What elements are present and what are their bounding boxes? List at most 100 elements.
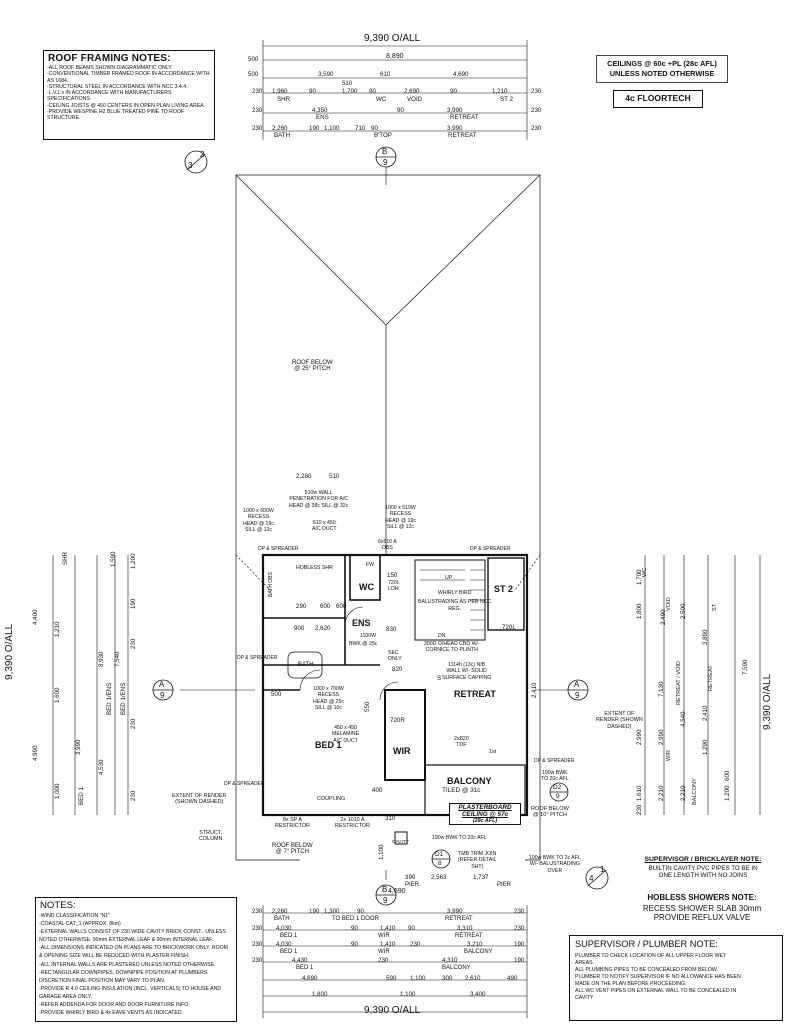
- top-dim-row2: 3,590 610 4,690: [318, 71, 469, 78]
- section-marker-right-num: 9: [575, 691, 580, 700]
- ohead-note: 300D O/HEAD CBD W/- CORNICE TO PLINTH: [424, 641, 480, 654]
- notes-line: & OPENING SIZE WILL BE REDUCED WITH PLAS…: [39, 953, 190, 960]
- room-retreat: RETREAT: [454, 689, 496, 699]
- ceilings-note-line2: UNLESS NOTED OTHERWISE: [609, 69, 715, 78]
- dim-value: WIR: [378, 949, 390, 955]
- detail-marker-23-a: 2: [200, 150, 205, 159]
- dim-value: 90: [309, 88, 316, 95]
- right-dim-value: 2,210: [680, 785, 687, 801]
- left-dim-label: BED 1: [78, 787, 85, 805]
- detail-marker-d1: [431, 849, 451, 869]
- dim-value: 3,310: [457, 925, 473, 932]
- right-dim-label: RETREAT / VOID: [676, 661, 682, 705]
- tdf-label: 2x820 TDF: [454, 736, 469, 749]
- inner-dim-d: 600: [320, 603, 331, 610]
- notes-line: GARAGE AREA ONLY.: [39, 993, 93, 1000]
- dim-value: 4,030: [276, 941, 292, 948]
- dim-value: 90: [397, 107, 404, 114]
- detail-marker-41-a: 4: [589, 874, 594, 883]
- left-dim-value: 3,990: [75, 739, 82, 755]
- plumber-note-line: AREAS.: [575, 960, 595, 966]
- roof-framing-note-line: AS 1684.: [47, 77, 69, 84]
- dim-value: WIR: [378, 933, 390, 939]
- dim-value: BED 1: [280, 933, 298, 939]
- hobless-showers-title: HOBLESS SHOWERS NOTE:: [647, 893, 757, 902]
- plumber-note-line: ALL WC VENT PIPES ON EXTERNAL WALL TO BE…: [575, 988, 737, 994]
- inner-dim-s: 2,410: [531, 682, 538, 698]
- left-dim-value: 8,930: [98, 651, 105, 667]
- left-dim-label: BED 1/ENS: [120, 682, 127, 715]
- room-balcony-sub: TILED @ 31c: [442, 787, 481, 794]
- right-dim-value: 1,200: [724, 785, 731, 801]
- top-dim-row1: 500: [248, 56, 259, 63]
- dim-value: 1,700: [342, 88, 358, 95]
- bath-obs-note: BATH OBS: [268, 572, 274, 597]
- dim-value: 190: [309, 125, 320, 132]
- dim-value: PIER: [497, 882, 512, 888]
- right-dim-label: RETREAT: [708, 665, 714, 691]
- ceilings-note-line1: CEILINGS @ 60c +PL (28c AFL): [607, 59, 717, 68]
- st2-walls: [487, 557, 525, 631]
- floortech-label: 4c FLOORTECH: [613, 90, 703, 108]
- spreader-note-5: DP & SPREADER: [224, 781, 265, 787]
- right-dim-value: 3,890: [702, 629, 709, 645]
- dim-value: B'TOP: [374, 132, 392, 139]
- dim-value: BATH: [274, 916, 290, 922]
- roof-framing-note-line: -CEILING JOISTS @ 450 CENTERS IN OPEN PL…: [47, 102, 206, 109]
- dim-value: 1,100: [400, 991, 416, 998]
- melamine-note: 450 x 450 MELAMINE A/C DUCT: [332, 725, 360, 744]
- spreader-note-3: DP & SPREADER: [237, 655, 278, 661]
- section-marker-right-letter: A: [574, 680, 580, 689]
- dim-value: 3,990: [447, 107, 463, 114]
- left-dim-value: 4,400: [32, 609, 39, 625]
- dim-value: 1,737: [473, 874, 489, 881]
- nib-note: 1114h (13c) NIB WALL W/- SOLID SURFACE C…: [442, 662, 492, 681]
- restrictor2-note: 2x 1010 A RESTRICTOR: [335, 817, 370, 830]
- notes-line: -REFER ADDENDA FOR DOOR AND DOOR FURNITU…: [39, 1002, 190, 1009]
- right-dim-value: 2,990: [658, 729, 665, 745]
- dim-value: 300: [442, 975, 453, 982]
- bwk25-label: BWK @ 25c: [349, 641, 378, 647]
- right-dim-value: 7,130: [658, 681, 665, 697]
- supervisor-plumber-note: SUPERVISOR / PLUMBER NOTE: PLUMBER TO CH…: [569, 935, 783, 1021]
- roof-framing-note-line: SPECIFICATIONS.: [47, 96, 92, 103]
- dim-value: 4,350: [312, 107, 328, 114]
- detail-marker-d2-b: 9: [556, 793, 560, 800]
- right-dim-label: ST.: [712, 602, 718, 611]
- whirly-bird-note: WHIRLY BIRD BALUSTRADING AS PER NCC REG.: [418, 590, 492, 612]
- dim-value: 90: [357, 908, 364, 915]
- roof-outline: [236, 174, 541, 861]
- right-dim-value: 230: [636, 804, 643, 815]
- notes-line: -ALL INTERNAL WALLS ARE PLASTERED UNLESS…: [39, 961, 216, 968]
- inner-dim-k: 550: [364, 701, 371, 712]
- dim-value: 2,563: [431, 874, 447, 881]
- loh-label: 720L LOH: [388, 580, 400, 593]
- dim-value: 2,610: [465, 975, 481, 982]
- right-dim-value: 1,800: [636, 603, 643, 619]
- coupling-note: COUPLING: [317, 796, 346, 802]
- inner-dim-c: 290: [296, 603, 307, 610]
- dim-value: 230: [378, 957, 389, 964]
- dim-value: BALCONY: [464, 949, 493, 955]
- supervisor-bricklayer-note: SUPERVISOR / BRICKLAYER NOTE: BUILTIN CA…: [628, 856, 778, 879]
- overall-dim-bottom-inner: 4,690: [388, 888, 406, 895]
- dim-value: SHR: [277, 96, 291, 103]
- left-dim-value: 1,200: [130, 553, 137, 569]
- left-dim-value: 1,000: [54, 783, 61, 799]
- roof-hip-left: [235, 174, 387, 326]
- dim-value: 2,260: [272, 125, 288, 132]
- dim-value: 1,100: [324, 125, 340, 132]
- fw-label: FW: [366, 562, 375, 568]
- up-label: UP: [445, 575, 453, 581]
- dim-value: 230: [252, 125, 263, 132]
- tmb-note: TMB TRIM JOIN (REFER DETAIL SHT): [458, 851, 497, 870]
- section-marker-bottom-letter: B: [382, 885, 388, 894]
- dim-value: 1,410: [380, 925, 396, 932]
- spreader-note-1: DP & SPREADER: [258, 546, 299, 552]
- room-balcony: BALCONY: [447, 776, 492, 786]
- dim-value: 90: [351, 941, 358, 948]
- notes-line: -ALL DIMENSIONS INDICATED ON PLANS ARE T…: [39, 945, 228, 952]
